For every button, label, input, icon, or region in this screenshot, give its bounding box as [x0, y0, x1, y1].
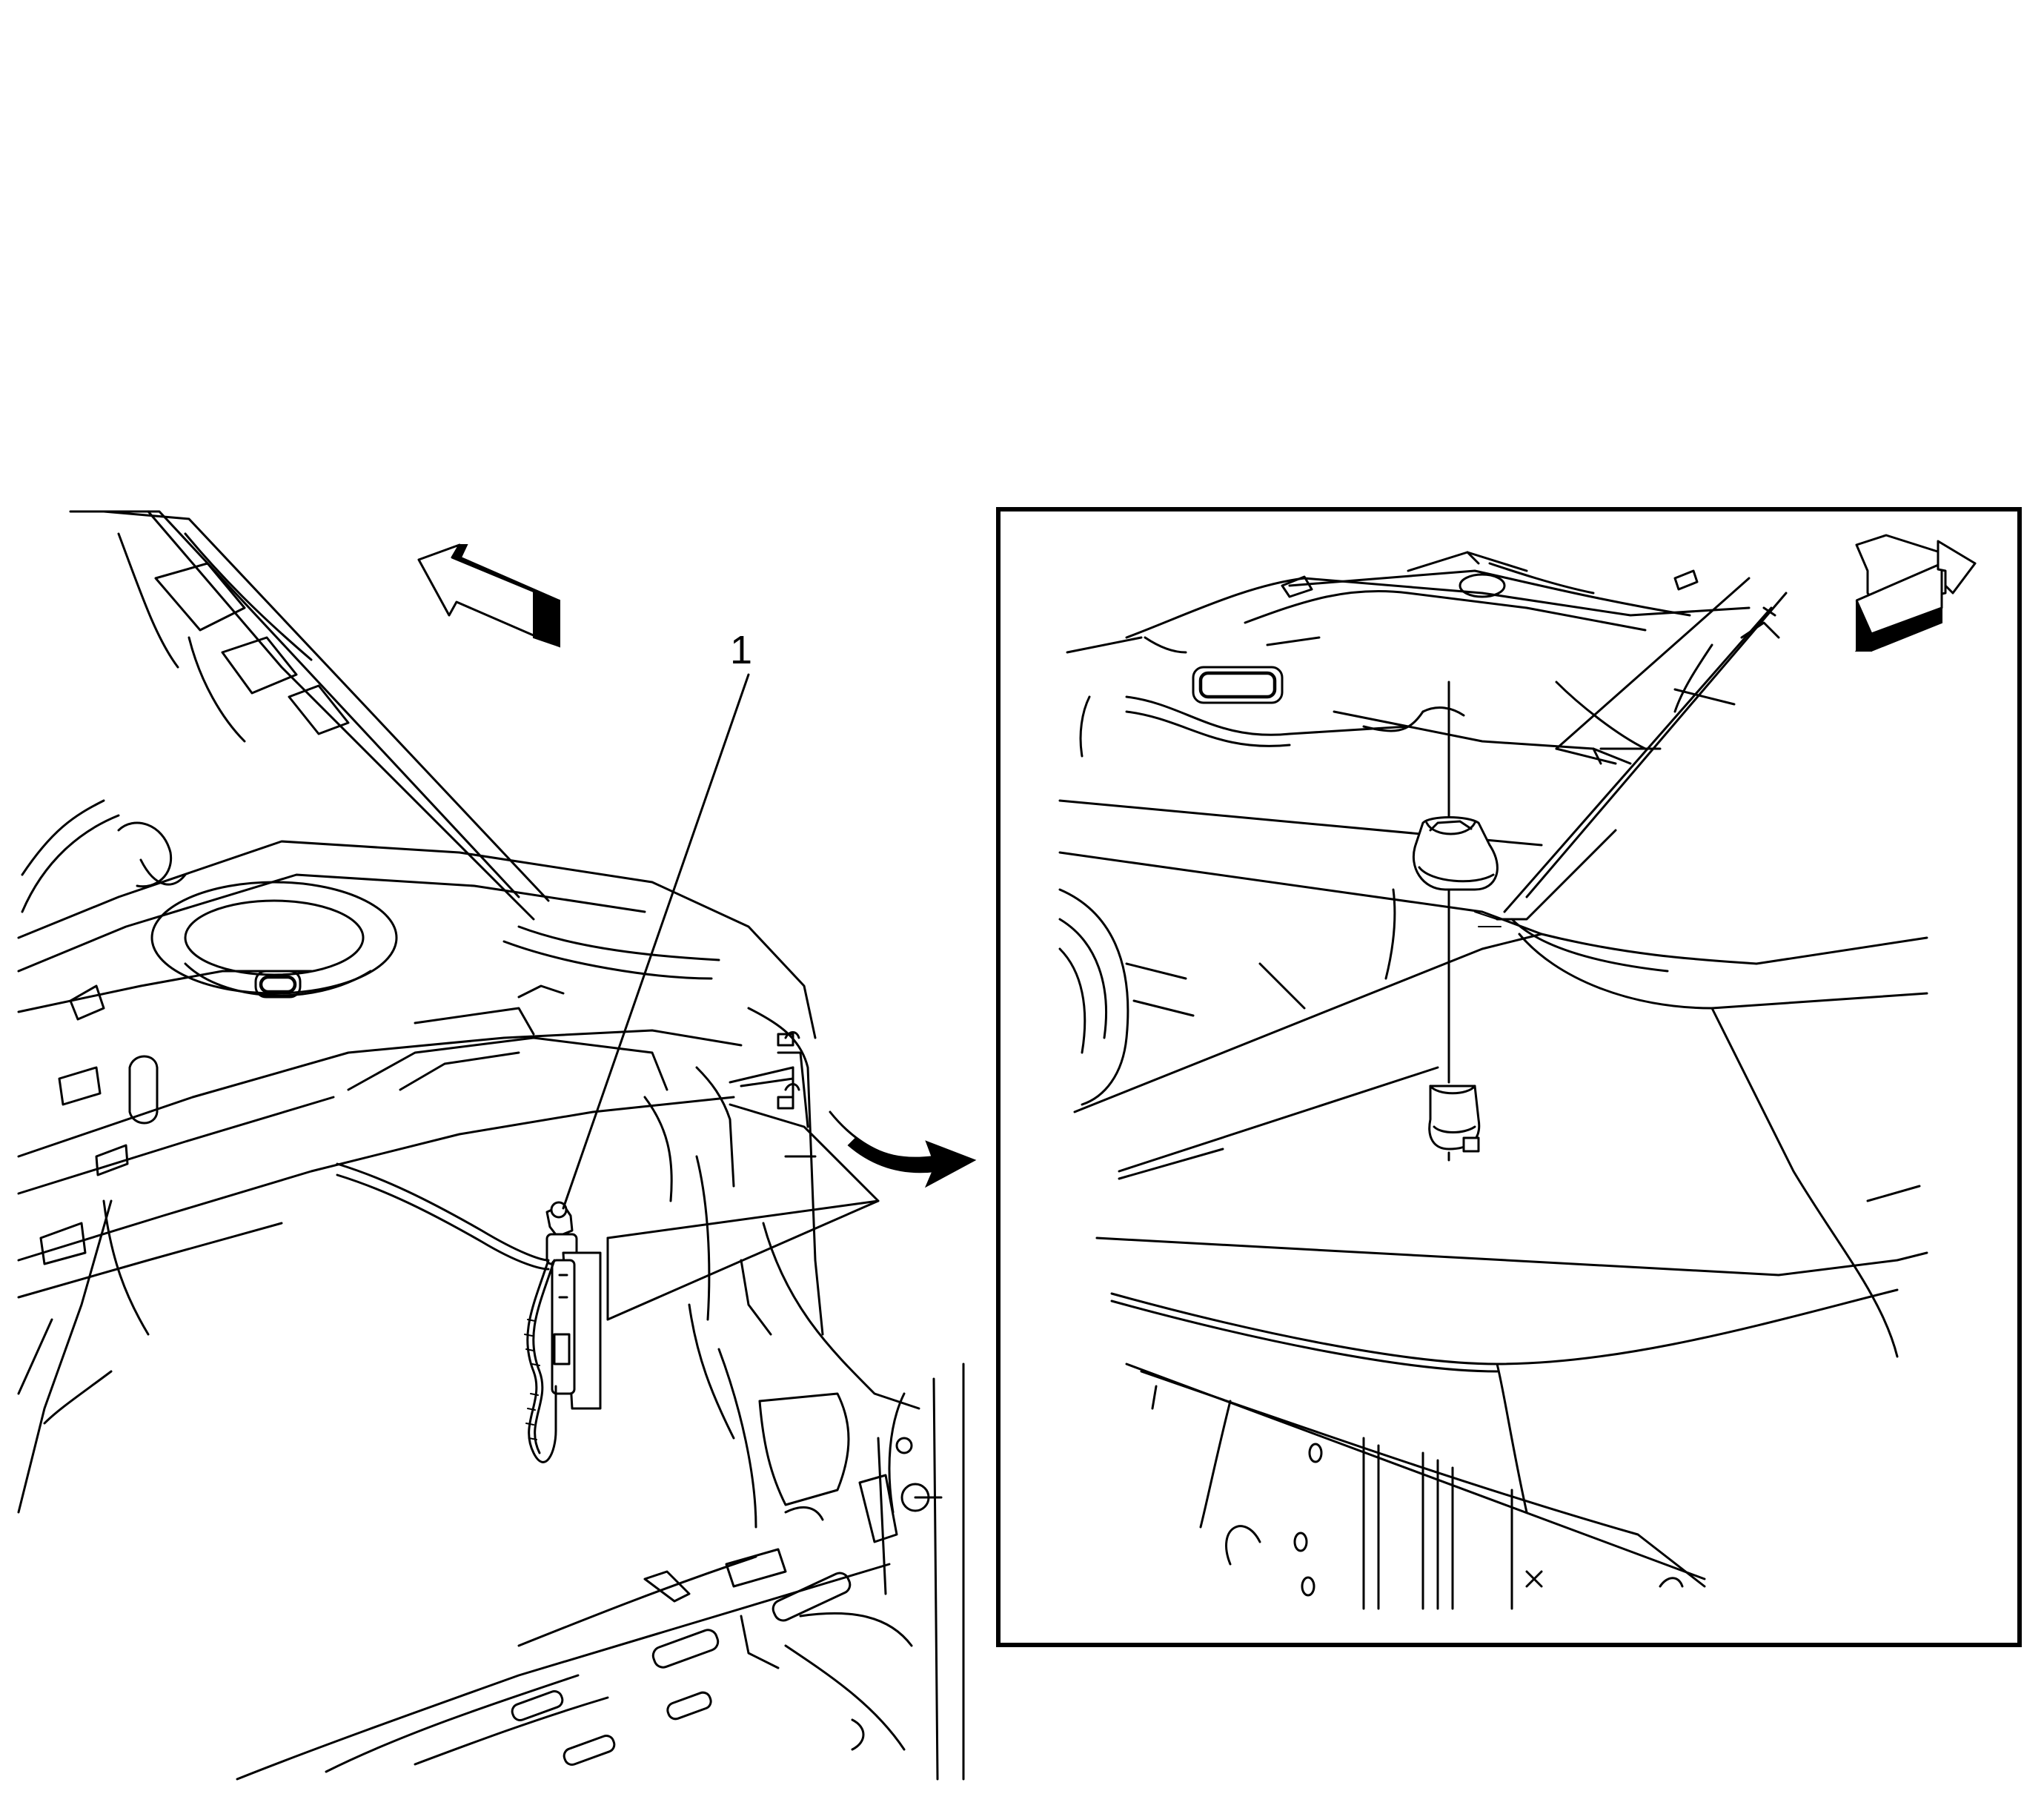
lower-left-structure	[17, 799, 150, 1514]
trunk-lower-structure	[236, 1363, 965, 1781]
detail-side-panel	[1058, 695, 1543, 1106]
package-tray	[17, 821, 817, 1299]
curved-arrow-icon	[829, 1110, 977, 1188]
detail-view	[996, 507, 2022, 1647]
overview-view: 1	[17, 510, 977, 1781]
antenna-grommet-assembly	[1412, 681, 1499, 1162]
direction-arrow-icon	[1854, 534, 1977, 652]
detail-trunk-lid	[1073, 918, 1928, 1514]
detail-frame	[996, 507, 2022, 1647]
detail-reference-plane	[606, 1031, 880, 1321]
detail-pillar	[1474, 577, 1788, 927]
rear-pillar	[69, 510, 550, 921]
callout-1-label: 1	[730, 628, 752, 672]
detail-upper-structure	[1066, 551, 1780, 765]
detail-lower-structure	[1125, 1363, 1706, 1610]
callout-1: 1	[562, 628, 752, 1210]
direction-arrow-icon	[417, 543, 560, 648]
antenna-module	[336, 1162, 602, 1463]
quarter-panel	[643, 1007, 920, 1529]
